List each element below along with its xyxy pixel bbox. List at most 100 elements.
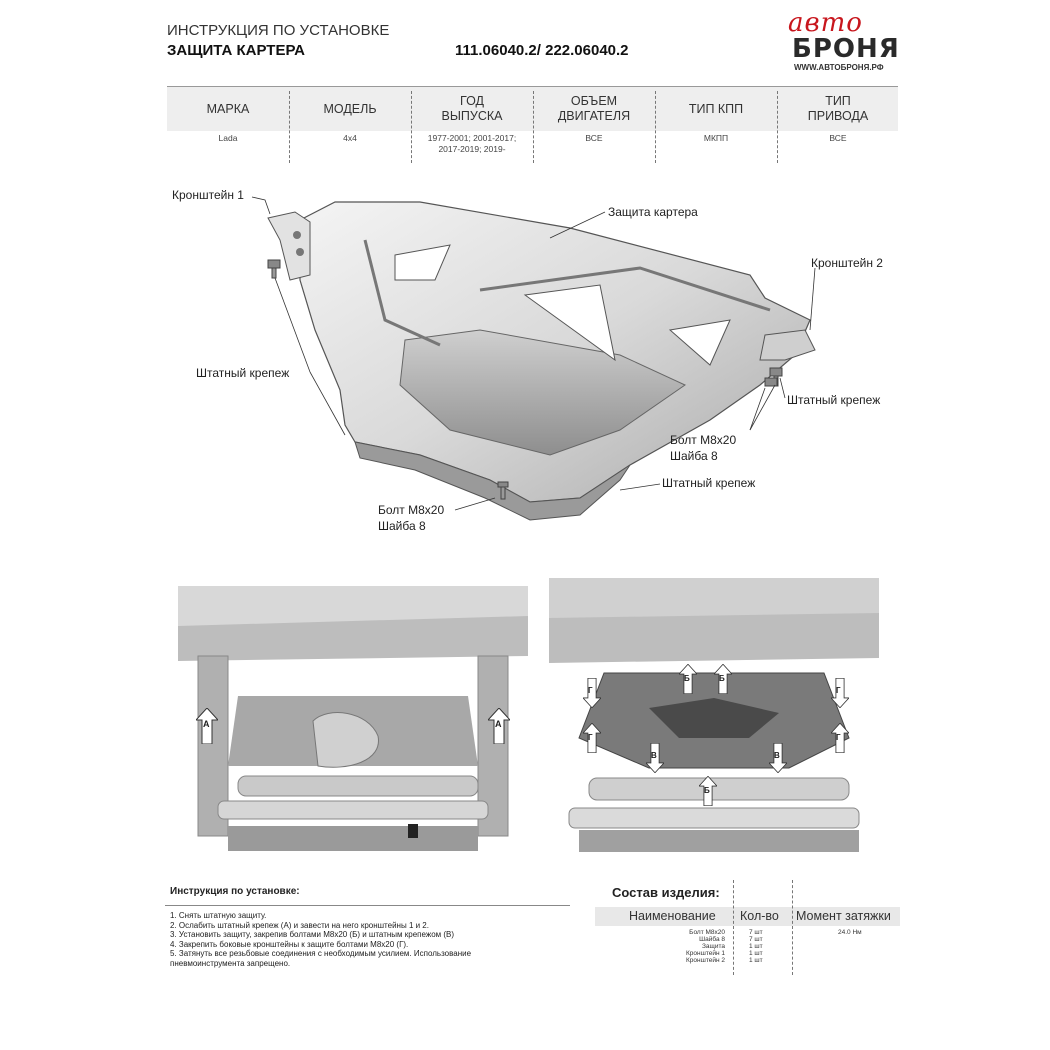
instructions-divider bbox=[165, 905, 570, 906]
product-name: ЗАЩИТА КАРТЕРА bbox=[167, 42, 305, 59]
column-value: МКПП bbox=[703, 133, 729, 143]
composition-row-qty: 7 шт bbox=[749, 929, 763, 936]
marker-a-left: А bbox=[194, 707, 220, 749]
composition-row-qty: 7 шт bbox=[749, 936, 763, 943]
marker-a-right: А bbox=[486, 707, 512, 749]
column-value: ВСЕ bbox=[829, 133, 847, 143]
composition-divider bbox=[733, 880, 734, 975]
marker-label: А bbox=[495, 719, 502, 729]
plate-cutout bbox=[523, 284, 616, 362]
marker-label: Г bbox=[588, 733, 593, 742]
instruction-step: 1. Снять штатную защиту. bbox=[170, 911, 267, 920]
instruction-step: пневмоинструмента запрещено. bbox=[170, 958, 291, 968]
vehicle-compatibility-table: МАРКА Lada МОДЕЛЬ 4x4 ГОД ВЫПУСКА 1977-2… bbox=[167, 86, 898, 165]
column-divider bbox=[655, 91, 656, 163]
marker-label: Б bbox=[684, 674, 690, 683]
skid-plate-drawing bbox=[251, 196, 816, 521]
vehicle-table-header-bg bbox=[167, 87, 898, 131]
label-bracket-2: Кронштейн 2 bbox=[811, 256, 883, 270]
composition-col-qty: Кол-во bbox=[740, 909, 779, 923]
skid-plate-center-panel bbox=[399, 329, 687, 456]
label-washer-bottom: Шайба 8 bbox=[378, 519, 426, 533]
composition-col-name: Наименование bbox=[629, 909, 716, 923]
vehicle-col-make: МАРКА Lada bbox=[167, 87, 289, 165]
marker-label: Г bbox=[588, 686, 593, 695]
composition-title: Состав изделия: bbox=[612, 885, 720, 900]
plate-rib bbox=[479, 266, 771, 312]
vehicle-col-gearbox: ТИП КПП МКПП bbox=[655, 87, 777, 165]
fastener-right-bottom bbox=[764, 377, 778, 387]
composition-row-name: Кронштейн 1 bbox=[686, 950, 725, 957]
marker-g-1: Г bbox=[582, 677, 602, 713]
column-header: МАРКА bbox=[206, 101, 250, 116]
marker-b-2: Б bbox=[713, 663, 733, 699]
exploded-diagram: Кронштейн 1 Защита картера Кронштейн 2 Ш… bbox=[150, 180, 910, 560]
column-header: МОДЕЛЬ bbox=[323, 101, 377, 116]
column-value: ВСЕ bbox=[585, 133, 603, 143]
composition-col-torque: Момент затяжки bbox=[796, 909, 891, 923]
column-header: ТИП ПРИВОДА bbox=[807, 94, 869, 123]
composition-row-name: Защита bbox=[701, 943, 725, 950]
label-bolt-bottom: Болт М8х20 bbox=[378, 503, 445, 517]
plate-cutout bbox=[668, 319, 731, 366]
composition-qtys: 7 шт 7 шт 1 шт 1 шт 1 шт bbox=[749, 929, 789, 964]
composition-row-torque: 24.0 Нм bbox=[838, 929, 862, 936]
composition-row-name: Шайба 8 bbox=[699, 936, 725, 943]
marker-g-4: Г bbox=[830, 722, 850, 758]
skid-plate-flange bbox=[354, 441, 631, 521]
label-std-fastener-bottom: Штатный крепеж bbox=[662, 476, 756, 490]
photo-after-drawing bbox=[549, 578, 879, 856]
document-title: ИНСТРУКЦИЯ ПО УСТАНОВКЕ bbox=[167, 22, 390, 39]
composition-names: Болт М8х20 Шайба 8 Защита Кронштейн 1 Кр… bbox=[600, 929, 725, 964]
photo-after-install: Б Б Б Г Г Г Г В В bbox=[549, 578, 879, 856]
label-bolt-right: Болт М8х20 bbox=[670, 433, 737, 447]
fastener-left bbox=[267, 259, 281, 279]
column-value: 4x4 bbox=[343, 133, 357, 143]
composition-row-qty: 1 шт bbox=[749, 943, 763, 950]
marker-b-3: Б bbox=[698, 775, 718, 811]
column-header: ГОД ВЫПУСКА bbox=[441, 94, 503, 123]
part-codes: 111.06040.2/ 222.06040.2 bbox=[455, 42, 629, 59]
label-washer-right: Шайба 8 bbox=[670, 449, 718, 463]
instructions-title: Инструкция по установке: bbox=[170, 886, 300, 897]
vehicle-col-model: МОДЕЛЬ 4x4 bbox=[289, 87, 411, 165]
instruction-step: 3. Установить защиту, закрепив болтами М… bbox=[170, 930, 455, 939]
marker-g-3: Г bbox=[582, 722, 602, 758]
composition-divider bbox=[792, 880, 793, 975]
marker-label: Б bbox=[719, 674, 725, 683]
column-divider bbox=[533, 91, 534, 163]
column-header: ОБЪЕМ ДВИГАТЕЛЯ bbox=[557, 94, 631, 123]
column-value: 1977-2001; 2001-2017; 2017-2019; 2019- bbox=[427, 133, 517, 154]
label-guard: Защита картера bbox=[608, 205, 698, 219]
photo-before-install: А А bbox=[178, 586, 528, 866]
plate-rib bbox=[363, 239, 441, 347]
composition-row-name: Болт М8х20 bbox=[689, 929, 725, 936]
vehicle-col-engine: ОБЪЕМ ДВИГАТЕЛЯ ВСЕ bbox=[533, 87, 655, 165]
column-divider bbox=[289, 91, 290, 163]
logo-script: авто bbox=[788, 8, 863, 38]
logo-brand: БРОНЯ bbox=[792, 34, 900, 64]
composition-row-name: Кронштейн 2 bbox=[686, 957, 725, 964]
instruction-step: 4. Закрепить боковые кронштейны к защите… bbox=[170, 939, 409, 949]
composition-header: Наименование Кол-во Момент затяжки bbox=[595, 907, 900, 926]
instruction-step: 5. Затянуть все резьбовые соединения с н… bbox=[170, 949, 472, 958]
composition-torques: 24.0 Нм bbox=[838, 929, 898, 936]
label-std-fastener-left: Штатный крепеж bbox=[196, 366, 290, 380]
marker-label: Г bbox=[836, 733, 841, 742]
marker-label: А bbox=[203, 719, 210, 729]
vehicle-col-year: ГОД ВЫПУСКА 1977-2001; 2001-2017; 2017-2… bbox=[411, 87, 533, 165]
vehicle-col-drive: ТИП ПРИВОДА ВСЕ bbox=[777, 87, 899, 165]
instruction-step: 2. Ослабить штатный крепеж (А) и завести… bbox=[170, 920, 429, 930]
label-bracket-1: Кронштейн 1 bbox=[172, 188, 244, 202]
bracket-hole bbox=[293, 231, 301, 239]
marker-b-1: Б bbox=[678, 663, 698, 699]
marker-g-2: Г bbox=[830, 677, 850, 713]
logo-website: WWW.АВТОБРОНЯ.РФ bbox=[794, 63, 884, 72]
plate-cutout bbox=[394, 244, 451, 281]
composition-row-qty: 1 шт bbox=[749, 950, 763, 957]
column-header: ТИП КПП bbox=[688, 101, 744, 116]
fastener-bottom bbox=[497, 481, 509, 500]
marker-label: В bbox=[651, 751, 657, 760]
bracket-2 bbox=[759, 329, 816, 361]
marker-label: В bbox=[774, 751, 780, 760]
